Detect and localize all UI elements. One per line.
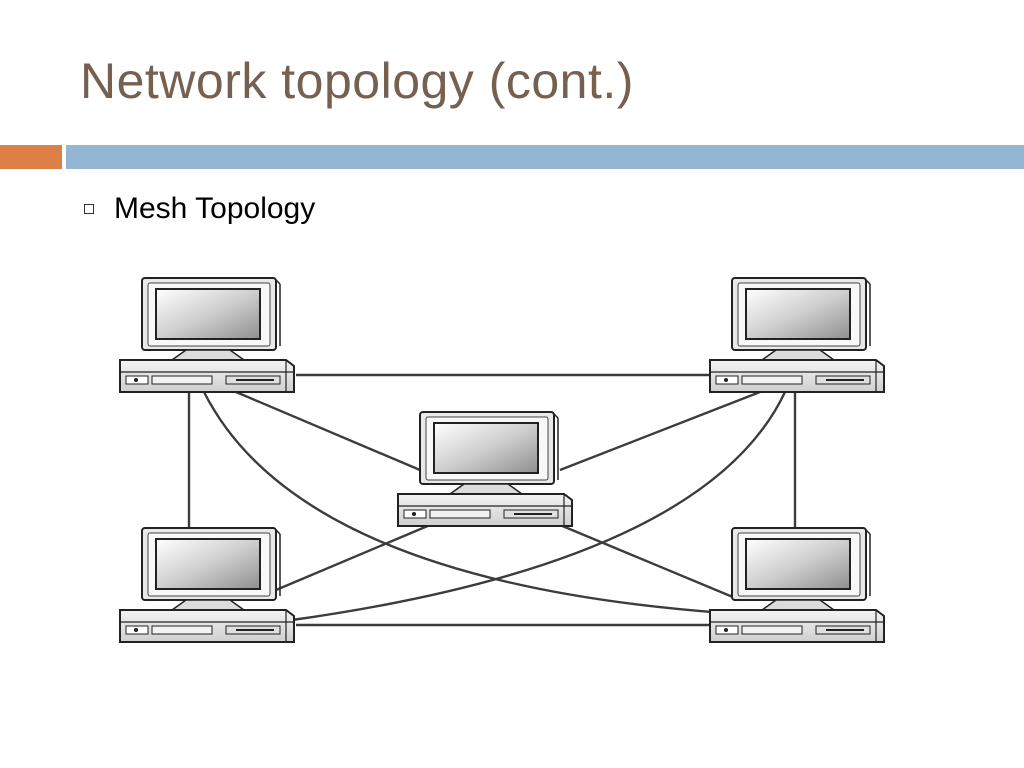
link-bottom-left-center	[275, 523, 431, 592]
computer-top-right-icon	[709, 277, 885, 393]
computer-bottom-left-icon	[119, 527, 295, 643]
mesh-links	[187, 373, 797, 627]
bullet-item: Mesh Topology	[84, 192, 315, 226]
accent-bar-orange	[0, 145, 62, 169]
mesh-topology-diagram	[119, 277, 885, 643]
slide-title: Network topology (cont.)	[80, 53, 634, 109]
bullet-text: Mesh Topology	[114, 192, 316, 225]
link-top-left-center	[235, 390, 421, 472]
computer-center-icon	[397, 411, 573, 527]
link-bottom-right-center	[559, 523, 741, 602]
link-top-right-center	[559, 390, 761, 472]
link-top-left-bottom-right	[202, 391, 726, 615]
square-bullet-icon	[84, 204, 94, 214]
computer-bottom-right-icon	[709, 527, 885, 643]
computer-top-left-icon	[119, 277, 295, 393]
link-top-right-bottom-left	[291, 391, 787, 622]
accent-bar-blue	[66, 145, 1024, 169]
